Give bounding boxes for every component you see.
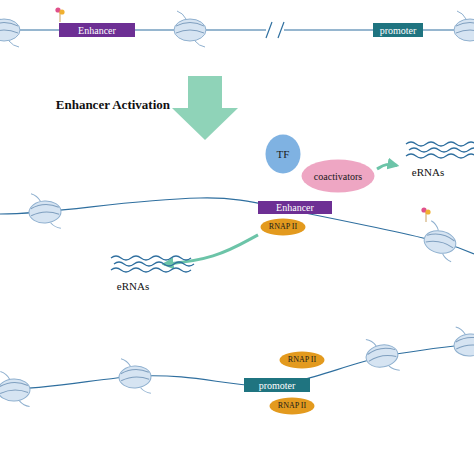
erna-glyph: eRNAs: [105, 254, 161, 294]
nucleosome: [118, 357, 152, 395]
nucleosome: [421, 220, 460, 262]
dna-strand: [0, 344, 474, 390]
enhancer-box: Enhancer: [59, 23, 135, 37]
node-label: promoter: [259, 380, 296, 391]
node-label: Enhancer: [78, 25, 116, 36]
node-label: RNAP II: [269, 223, 297, 232]
promoter-box: promoter: [373, 23, 423, 37]
rnap-ellipse: RNAP II: [260, 218, 306, 236]
nucleosome: [453, 325, 474, 363]
arrow-connector: [164, 235, 258, 264]
node-label: eRNAs: [117, 280, 149, 294]
node-label: RNAP II: [278, 402, 306, 411]
nucleosome: [363, 335, 401, 376]
enhancer-box: Enhancer: [258, 201, 332, 214]
step-label: Enhancer Activation: [56, 97, 170, 113]
node-label: Enhancer: [276, 202, 314, 213]
node-label: coactivators: [314, 171, 362, 182]
rnap-ellipse: RNAP II: [279, 351, 325, 369]
node-label: TF: [277, 148, 290, 160]
histone-mark: [55, 7, 64, 22]
nucleosome: [0, 11, 20, 47]
node-label: promoter: [380, 25, 417, 36]
nucleosome: [28, 192, 62, 230]
nucleosome: [0, 370, 31, 407]
erna-glyph: eRNAs: [400, 140, 456, 180]
nucleosome: [174, 11, 206, 47]
coactivator-ellipse: coactivators: [301, 159, 375, 193]
histone-mark: [421, 207, 430, 222]
nucleosome: [454, 11, 474, 47]
node-label: eRNAs: [412, 166, 444, 180]
activation-arrow: [172, 76, 238, 140]
rnap-ellipse: RNAP II: [269, 397, 315, 415]
node-label: RNAP II: [288, 356, 316, 365]
arrow-connector: [377, 164, 397, 169]
tf-ellipse: TF: [265, 134, 301, 174]
break-mark: [266, 22, 284, 38]
promoter-box: promoter: [244, 378, 310, 392]
